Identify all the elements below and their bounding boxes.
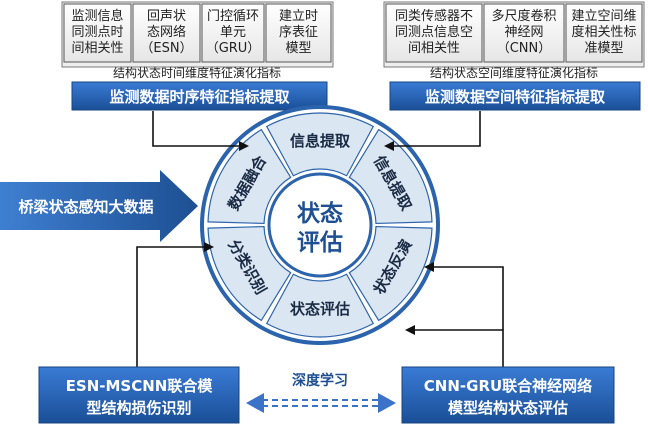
tr-card3-line3: 准模型 [584,41,623,56]
tl-card3-line3: （GRU） [206,41,261,56]
tl-card1-line2: 同测点时 [71,25,123,40]
ring-segment-6 [207,128,292,225]
tl-card2-line1: 回声状 [147,9,186,24]
center-label-line2: 评估 [297,230,343,256]
tr-card3-line1: 建立空间维 [571,9,636,24]
top-right-sub-label: 结构状态空间维度特征演化指标 [430,65,598,80]
top-left-card-1 [63,3,132,63]
ring-segment-label-1: 信息提取 [290,132,351,150]
top-left-card-4 [265,3,332,63]
tr-card1-line2: 同测点信息空 [395,24,473,40]
dashed-arrow-head-right [378,393,396,413]
deep-learning-label: 深度学习 [292,372,348,389]
bottom-right-group: CNN-GRU联合神经网络 模型结构状态评估 [401,366,615,424]
top-right-title: 监测数据空间特征指标提取 [425,88,606,106]
tl-card1-line1: 监测信息 [71,8,123,24]
tr-card2-line3: （CNN） [497,41,552,56]
top-right-title-box [389,81,641,111]
tl-card4-line3: 模型 [285,41,311,56]
connector-bottom-left [136,242,214,375]
connector-bottom-right-upper [424,262,504,330]
tl-card2-line2: 态网络 [147,24,186,40]
top-right-group: 同类传感器不 同测点信息空 间相关性 多尺度卷积 神经网 （CNN） 建立空间维… [383,1,645,111]
bottom-left-line1: ESN-MSCNN联合模 [66,377,214,395]
tl-card1-line3: 间相关性 [71,41,123,56]
ring-segments [207,112,433,338]
connector-top-left [152,111,249,151]
top-left-title: 监测数据时序特征指标提取 [109,88,290,106]
top-left-card-3 [201,3,265,63]
tr-card3-line2: 度相关性标 [571,24,636,40]
ring-segment-1 [265,112,375,177]
top-left-title-box [71,81,328,111]
connector-top-right [384,111,481,151]
tl-card3-line1: 门控循环 [207,9,259,24]
ring-segment-label-4: 状态评估 [290,300,350,318]
ring-segment-2 [348,128,433,225]
connectors [136,111,504,375]
tr-card2-line1: 多尺度卷积 [491,8,556,24]
tl-card2-line3: （ESN） [140,41,192,56]
connector-bottom-right-lower [405,325,504,372]
top-left-sub-label: 结构状态时间维度特征演化指标 [113,65,281,80]
bottom-right-line1: CNN-GRU联合神经网络 [424,377,592,395]
dashed-arrow-head-left [246,393,264,413]
ring-segment-5 [207,225,292,322]
left-arrow-label: 桥梁状态感知大数据 [18,198,153,216]
top-right-card-2 [483,3,565,63]
ring-center-circle [267,172,373,278]
top-right-card-3 [565,3,643,63]
ring-segment-3 [348,225,433,322]
big-arrow-shape [0,170,198,242]
top-right-card-1 [385,3,483,63]
ring-segment-4 [265,273,375,338]
tr-card2-line2: 神经网 [504,25,543,40]
top-left-group: 监测信息 同测点时 间相关性 回声状 态网络 （ESN） 门控循环 单元 （GR… [61,1,334,111]
tl-card3-line2: 单元 [220,25,246,40]
center-label-line1: 状态 [297,200,343,227]
top-left-card-2 [132,3,201,63]
left-input-arrow: 桥梁状态感知大数据 [0,170,198,242]
bottom-left-line2: 型结构损伤识别 [86,399,191,417]
tr-card1-line1: 同类传感器不 [395,8,473,24]
deep-learning-link: 深度学习 [246,372,396,413]
bottom-left-group: ESN-MSCNN联合模 型结构损伤识别 [38,366,240,424]
bottom-left-box [38,366,240,424]
tl-card4-line2: 序表征 [279,25,318,40]
tl-card4-line1: 建立时 [279,9,318,24]
bottom-right-box [401,366,615,424]
bottom-right-line2: 模型结构状态评估 [448,399,568,417]
tr-card1-line3: 间相关性 [408,41,460,56]
